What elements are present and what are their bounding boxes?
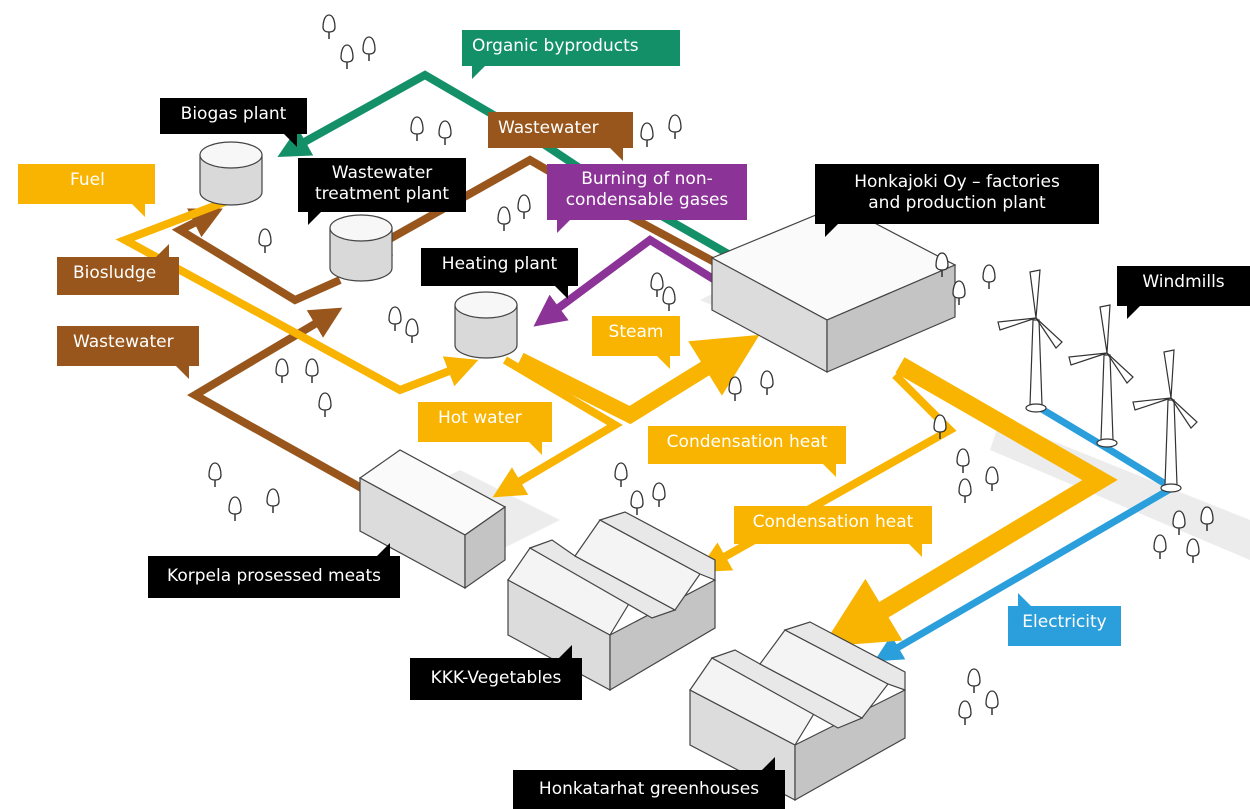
windmill-icon: [1132, 349, 1198, 493]
wastewater-treatment-plant-label: Wastewater treatment plant: [298, 158, 466, 225]
hot-water-label: Hot water: [418, 402, 552, 455]
honkajoki-label: Honkajoki Oy – factories and production …: [815, 164, 1099, 237]
condensation-heat-label-1: Condensation heat: [648, 426, 846, 477]
burning-line2: condensable gases: [565, 190, 729, 210]
windmills-label: Windmills: [1117, 266, 1250, 319]
windmill-icon: [1068, 304, 1134, 448]
heating-plant-label: Heating plant: [421, 248, 578, 299]
wastewater-tank: [329, 214, 393, 282]
honkatarhat-greenhouse: [689, 621, 906, 802]
condensation-heat-label-2: Condensation heat: [734, 506, 932, 557]
biosludge-flow: [171, 208, 342, 305]
heating-tank: [454, 291, 518, 359]
burning-gases-label: Burning of non- condensable gases: [547, 164, 747, 233]
steam-flow: [516, 334, 760, 425]
electricity-flow: [874, 401, 1174, 662]
burning-gases-flow: [533, 235, 718, 327]
honkajoki-line1: Honkajoki Oy – factories: [854, 172, 1060, 192]
fuel-flow: [115, 196, 479, 395]
honkatarhat-label: Honkatarhat greenhouses: [513, 757, 785, 809]
kkk-vegetables-label: KKK-Vegetables: [410, 645, 582, 700]
steam-label: Steam: [592, 316, 680, 369]
organic-byproducts-label: Organic byproducts: [462, 30, 680, 79]
biogas-tank: [199, 141, 263, 206]
korpela-label: Korpela prosessed meats: [148, 543, 400, 598]
wastewater-treatment-line2: treatment plant: [314, 184, 450, 204]
biogas-plant-label: Biogas plant: [160, 98, 307, 147]
korpela-building: [358, 449, 507, 590]
wastewater-top-label: Wastewater: [488, 112, 633, 161]
burning-line1: Burning of non-: [581, 169, 713, 189]
wastewater-treatment-line1: Wastewater: [331, 163, 433, 183]
wastewater-left-flow: [186, 307, 367, 494]
condensation-heat-flow-2: [822, 357, 1118, 647]
windmill-icon: [997, 269, 1063, 413]
fuel-label: Fuel: [18, 164, 155, 217]
biosludge-label: Biosludge: [57, 244, 179, 295]
honkajoki-line2: and production plant: [868, 193, 1046, 213]
hot-water-flow: [492, 356, 623, 498]
kkk-greenhouse: [507, 511, 716, 692]
electricity-label: Electricity: [1008, 593, 1121, 646]
honkajoki-building: [710, 204, 957, 374]
wastewater-left-label: Wastewater: [57, 326, 199, 379]
